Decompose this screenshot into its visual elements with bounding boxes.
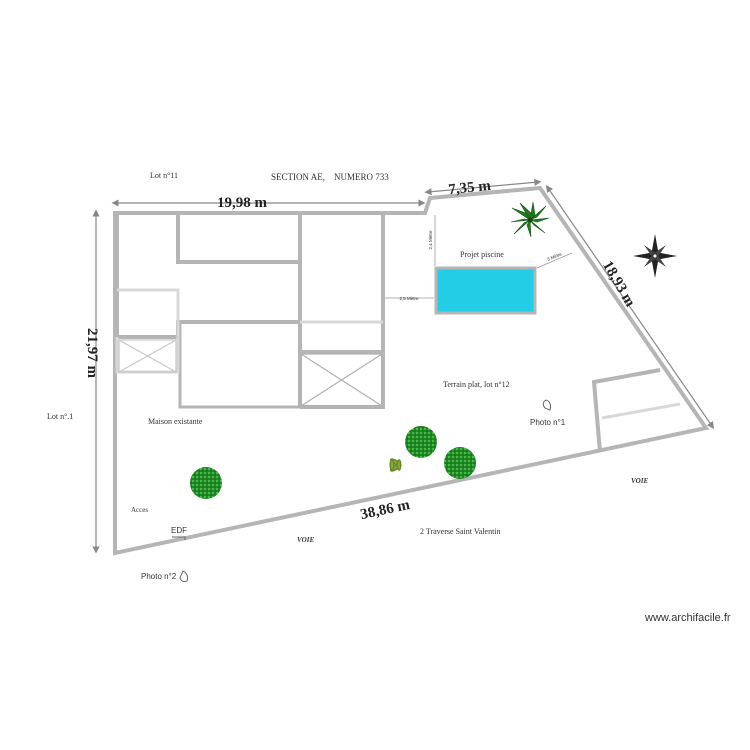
- label-acces: Acces: [131, 506, 148, 514]
- label-numero: NUMERO 733: [334, 172, 389, 182]
- camera-icon: [179, 399, 551, 583]
- label-photo2: Photo n°2: [141, 572, 177, 581]
- palm-tree-icon: [510, 201, 550, 238]
- label-lot-top: Lot n°11: [150, 171, 178, 180]
- watermark: www.archifacile.fr: [644, 612, 731, 624]
- dim-left: 21,97 m: [84, 328, 100, 379]
- label-section: SECTION AE,: [271, 172, 325, 182]
- tree-icon: [190, 467, 222, 499]
- label-voie-right: VOIE: [631, 477, 648, 485]
- label-edf: EDF: [171, 526, 187, 535]
- pool-gap-top: 2,4 Mètre: [428, 230, 433, 250]
- void-box-right: [300, 353, 383, 407]
- label-voie-left: VOIE: [297, 536, 314, 544]
- pool-gap-left: 2,5 Mètre: [399, 296, 419, 301]
- pool: [434, 266, 537, 315]
- edf-marker: [172, 536, 186, 540]
- house-walls: [115, 215, 385, 409]
- dim-top-right: 7,35 m: [448, 178, 492, 198]
- dim-top-left: 19,98 m: [217, 195, 268, 211]
- compass-rose-icon: [633, 234, 677, 278]
- label-lot-left: Lot n°.1: [47, 412, 73, 421]
- void-box-left: [118, 339, 177, 373]
- label-address: 2 Traverse Saint Valentin: [420, 527, 501, 536]
- house-thin-lines: [115, 288, 383, 374]
- label-maison: Maison existante: [148, 417, 203, 426]
- tree-icon: [444, 447, 476, 479]
- label-photo1: Photo n°1: [530, 418, 566, 427]
- small-plant-icon: [389, 458, 402, 472]
- tree-icon: [405, 426, 437, 458]
- annex-building: [591, 368, 681, 453]
- label-projet-piscine: Projet piscine: [460, 250, 504, 259]
- label-terrain: Terrain plat, lot n°12: [443, 380, 510, 389]
- outer-dimension-lines: [92, 178, 715, 554]
